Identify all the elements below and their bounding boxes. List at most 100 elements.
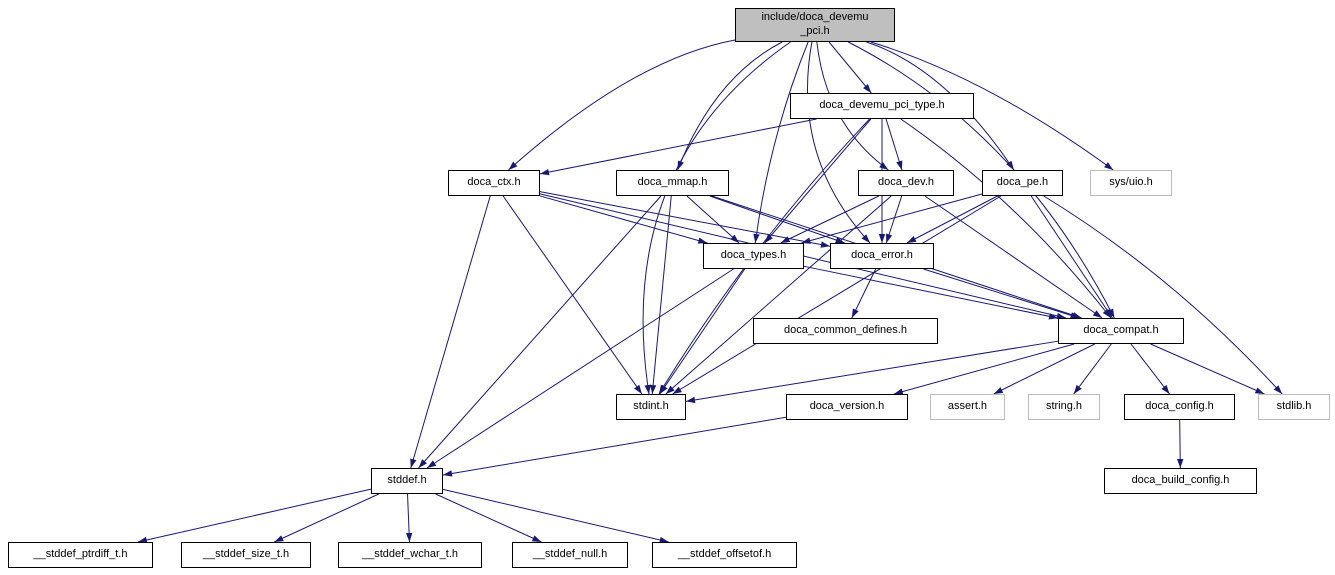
arrowhead — [1092, 310, 1103, 318]
edge-doca_mmap-to-doca_error — [709, 195, 845, 244]
arrowhead — [634, 384, 642, 394]
node-stddef-null[interactable]: __stddef_null.h — [512, 542, 628, 568]
arrowhead — [801, 237, 811, 244]
node-stddef-wchar[interactable]: __stddef_wchar_t.h — [338, 542, 482, 568]
node-sys-uio: sys/uio.h — [1090, 170, 1172, 196]
edge-doca_pe-to-doca_error — [906, 195, 998, 244]
node-doca-types[interactable]: doca_types.h — [703, 243, 804, 269]
arrowhead — [893, 388, 904, 395]
edge-doca_ctx-to-doca_error — [539, 191, 831, 247]
node-string: string.h — [1028, 394, 1100, 420]
node-label: stdint.h — [633, 400, 669, 413]
node-doca-build-config[interactable]: doca_build_config.h — [1104, 468, 1257, 494]
edge-doca_compat-to-doca_config — [1130, 343, 1170, 395]
node-label: __stddef_size_t.h — [202, 548, 290, 561]
node-label: __stddef_null.h — [532, 548, 608, 561]
arrowhead — [659, 384, 668, 394]
arrowhead — [427, 460, 437, 468]
node-label: doca_build_config.h — [1131, 474, 1230, 487]
arrowhead — [886, 233, 893, 243]
node-doca-compat[interactable]: doca_compat.h — [1058, 318, 1184, 344]
node-doca-devemu-pci-type[interactable]: doca_devemu_pci_type.h — [790, 93, 974, 119]
node-root: include/doca_devemu _pci.h — [735, 8, 895, 42]
edge-doca_devemu_pci_type-to-doca_types — [764, 118, 872, 244]
node-stddef-ptrdiff[interactable]: __stddef_ptrdiff_t.h — [8, 542, 153, 568]
edge-doca_ctx-to-doca_compat — [539, 193, 1067, 319]
node-stddef[interactable]: stddef.h — [371, 468, 443, 494]
arrowhead — [851, 308, 859, 318]
edge-doca_mmap-to-stddef — [418, 195, 662, 469]
edge-doca_pe-to-doca_compat — [1030, 195, 1113, 319]
node-label: sys/uio.h — [1109, 176, 1153, 189]
arrowhead — [764, 234, 773, 243]
edge-doca_dev-to-doca_types — [780, 195, 880, 244]
arrowhead — [1177, 458, 1184, 468]
arrowhead — [753, 233, 760, 243]
node-label: __stddef_ptrdiff_t.h — [33, 548, 128, 561]
arrowhead — [1254, 387, 1265, 394]
arrowhead — [677, 160, 684, 170]
arrowhead — [644, 384, 651, 394]
arrowhead — [820, 241, 830, 248]
arrowhead — [531, 535, 542, 542]
node-stdlib: stdlib.h — [1258, 394, 1330, 420]
arrowhead — [697, 237, 708, 244]
edge-doca_compat-to-assert — [993, 343, 1095, 395]
arrowhead — [137, 536, 148, 544]
arrowhead — [672, 386, 682, 394]
arrowhead — [879, 162, 889, 170]
edge-stddef-to-stddef_ptrdiff — [137, 488, 372, 543]
arrowhead — [508, 161, 518, 170]
edge-root-to-doca_types — [754, 41, 809, 244]
edge-doca_devemu_pci_type-to-doca_compat — [900, 118, 1112, 319]
arrowhead — [1273, 385, 1283, 394]
node-label: doca_dev.h — [877, 176, 935, 189]
arrowhead — [896, 160, 903, 170]
edge-stddef-to-stddef_offsetof — [442, 488, 669, 543]
arrowhead — [863, 84, 872, 93]
edge-doca_version-to-stddef — [442, 416, 787, 476]
edge-root-to-doca_devemu_pci_type — [828, 41, 872, 94]
node-stddef-size[interactable]: __stddef_size_t.h — [181, 542, 311, 568]
edge-doca_dev-to-doca_compat — [924, 195, 1103, 319]
node-doca-common-defines[interactable]: doca_common_defines.h — [753, 318, 938, 344]
edge-doca_pe-to-doca_types — [801, 193, 983, 244]
edge-doca_dev-to-stdint — [665, 195, 892, 395]
edge-doca_types-to-doca_compat — [803, 265, 1059, 319]
edge-root-to-doca_error — [807, 41, 871, 244]
edge-doca_compat-to-stdint — [685, 340, 1059, 402]
arrowhead — [405, 532, 413, 542]
node-label: include/doca_devemu _pci.h — [761, 11, 869, 37]
node-doca-version[interactable]: doca_version.h — [786, 394, 908, 420]
node-label: doca_version.h — [809, 400, 885, 413]
edge-doca_types-to-stddef — [426, 268, 734, 469]
node-label: assert.h — [947, 400, 988, 413]
arrowhead — [665, 385, 675, 394]
node-label: doca_mmap.h — [637, 176, 708, 189]
node-label: doca_compat.h — [1083, 324, 1159, 337]
arrowhead — [861, 234, 871, 243]
node-doca-dev[interactable]: doca_dev.h — [858, 170, 954, 196]
arrowhead — [1104, 308, 1113, 318]
node-label: doca_ctx.h — [467, 176, 521, 189]
node-label: string.h — [1045, 400, 1083, 413]
node-doca-config[interactable]: doca_config.h — [1124, 394, 1235, 420]
node-stddef-offsetof[interactable]: __stddef_offsetof.h — [652, 542, 797, 568]
arrowhead — [1048, 313, 1058, 320]
edge-doca_types-to-stdint — [659, 268, 746, 395]
node-label: doca_types.h — [720, 249, 787, 262]
arrowhead — [418, 459, 427, 468]
edge-stddef-to-stddef_size — [274, 493, 379, 543]
node-doca-error[interactable]: doca_error.h — [830, 243, 934, 269]
node-label: doca_common_defines.h — [784, 324, 907, 337]
node-doca-ctx[interactable]: doca_ctx.h — [448, 170, 540, 196]
node-stdint[interactable]: stdint.h — [616, 394, 686, 420]
edge-doca_pe-to-stdint — [672, 195, 1002, 395]
node-label: doca_pe.h — [996, 176, 1049, 189]
edge-root-to-doca_pe — [866, 41, 1015, 171]
node-doca-pe[interactable]: doca_pe.h — [982, 170, 1063, 196]
edge-doca_pe-to-stdlib — [1043, 195, 1283, 395]
arrowhead — [1056, 312, 1066, 320]
node-doca-mmap[interactable]: doca_mmap.h — [616, 170, 729, 196]
